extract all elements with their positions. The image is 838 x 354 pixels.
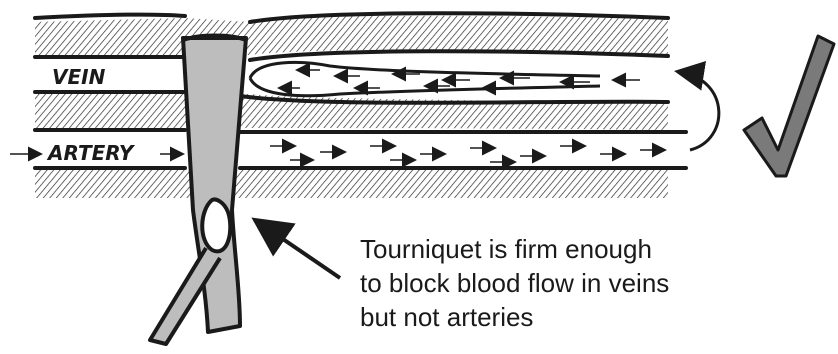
middle-tissue-layer xyxy=(35,92,668,130)
caption: Tourniquet is firm enough to block blood… xyxy=(360,234,669,332)
curved-arrow-icon xyxy=(680,72,719,150)
caption-line-1: Tourniquet is firm enough xyxy=(360,234,652,264)
caption-line-2: to block blood flow in veins xyxy=(360,268,669,298)
bottom-tissue-layer xyxy=(35,170,668,198)
tissue-layers xyxy=(35,16,668,198)
caption-line-3: but not arteries xyxy=(360,302,533,332)
vein-pooling-outline xyxy=(250,62,600,95)
checkmark-icon xyxy=(744,36,834,176)
vein-upper-wall-right xyxy=(250,51,668,60)
vein-label: VEIN xyxy=(52,65,106,89)
tourniquet-loop xyxy=(202,200,230,252)
pointer-arrow-icon xyxy=(258,222,340,278)
skin-top-line xyxy=(35,15,185,18)
top-tissue-layer xyxy=(35,16,668,55)
artery-label: ARTERY xyxy=(46,141,136,165)
